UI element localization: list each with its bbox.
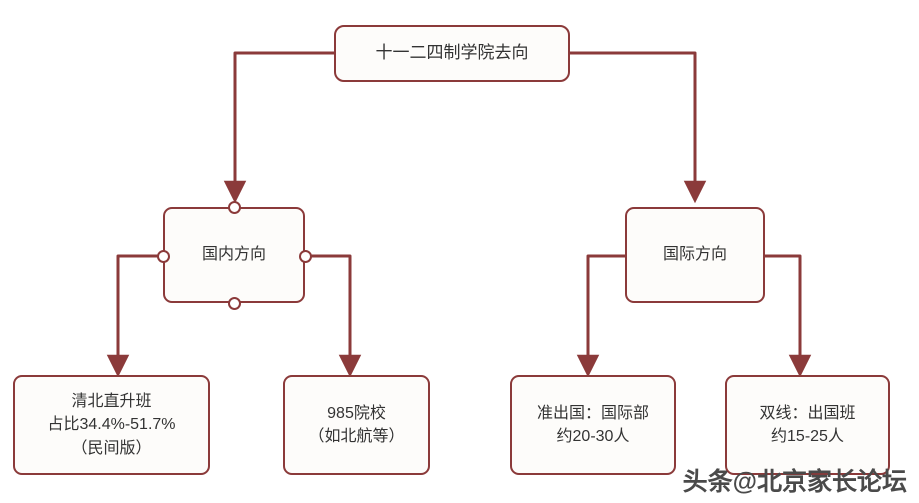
edge-international-to-intl-dept	[576, 254, 625, 378]
edge-domestic-to-985	[305, 254, 362, 378]
node-dual-track-abroad-class[interactable]: 双线：出国班 约15-25人	[725, 375, 890, 475]
node-international-department[interactable]: 准出国：国际部 约20-30人	[510, 375, 676, 475]
edge-root-to-international	[570, 51, 707, 204]
node-root[interactable]: 十一二四制学院去向	[334, 25, 570, 82]
edge-domestic-to-qingbei	[106, 254, 163, 378]
handle-domestic-left[interactable]	[156, 249, 170, 263]
handle-domestic-bottom[interactable]	[227, 296, 241, 310]
node-domestic-direction[interactable]: 国内方向	[163, 207, 305, 303]
edge-root-to-domestic	[223, 51, 334, 204]
node-985-universities[interactable]: 985院校 （如北航等）	[283, 375, 430, 475]
node-international-direction[interactable]: 国际方向	[625, 207, 765, 303]
edge-international-to-abroad	[765, 254, 812, 378]
watermark: 头条@北京家长论坛	[682, 468, 907, 496]
handle-domestic-right[interactable]	[298, 249, 312, 263]
handle-domestic-top[interactable]	[227, 200, 241, 214]
node-qingbei-direct-class[interactable]: 清北直升班 占比34.4%-51.7% （民间版）	[13, 375, 210, 475]
